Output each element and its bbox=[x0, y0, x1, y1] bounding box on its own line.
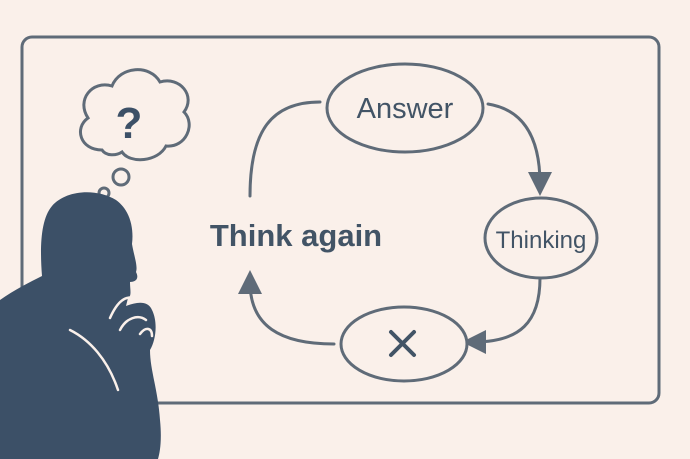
thought-dot-large bbox=[111, 167, 131, 187]
x-mark-icon bbox=[389, 330, 416, 357]
board-frame bbox=[20, 35, 661, 405]
node-answer: Answer bbox=[325, 62, 485, 154]
arrow-think-again-to-answer bbox=[248, 100, 322, 198]
hand-detail bbox=[68, 296, 154, 392]
node-thinking-label: Thinking bbox=[496, 227, 587, 254]
thinking-person-silhouette bbox=[0, 192, 161, 459]
question-mark-icon: ? bbox=[116, 99, 143, 148]
arrow-thinking-to-reject bbox=[462, 276, 542, 354]
thought-bubble bbox=[78, 68, 191, 200]
node-thinking: Thinking bbox=[483, 196, 599, 280]
node-reject bbox=[339, 305, 469, 383]
arrow-answer-to-thinking bbox=[486, 102, 552, 196]
think-again-label: Think again bbox=[210, 218, 382, 253]
arrow-reject-to-think-again bbox=[238, 270, 336, 346]
cycle-arrows bbox=[238, 100, 552, 354]
node-answer-label: Answer bbox=[357, 93, 454, 125]
thought-cloud bbox=[78, 68, 191, 162]
